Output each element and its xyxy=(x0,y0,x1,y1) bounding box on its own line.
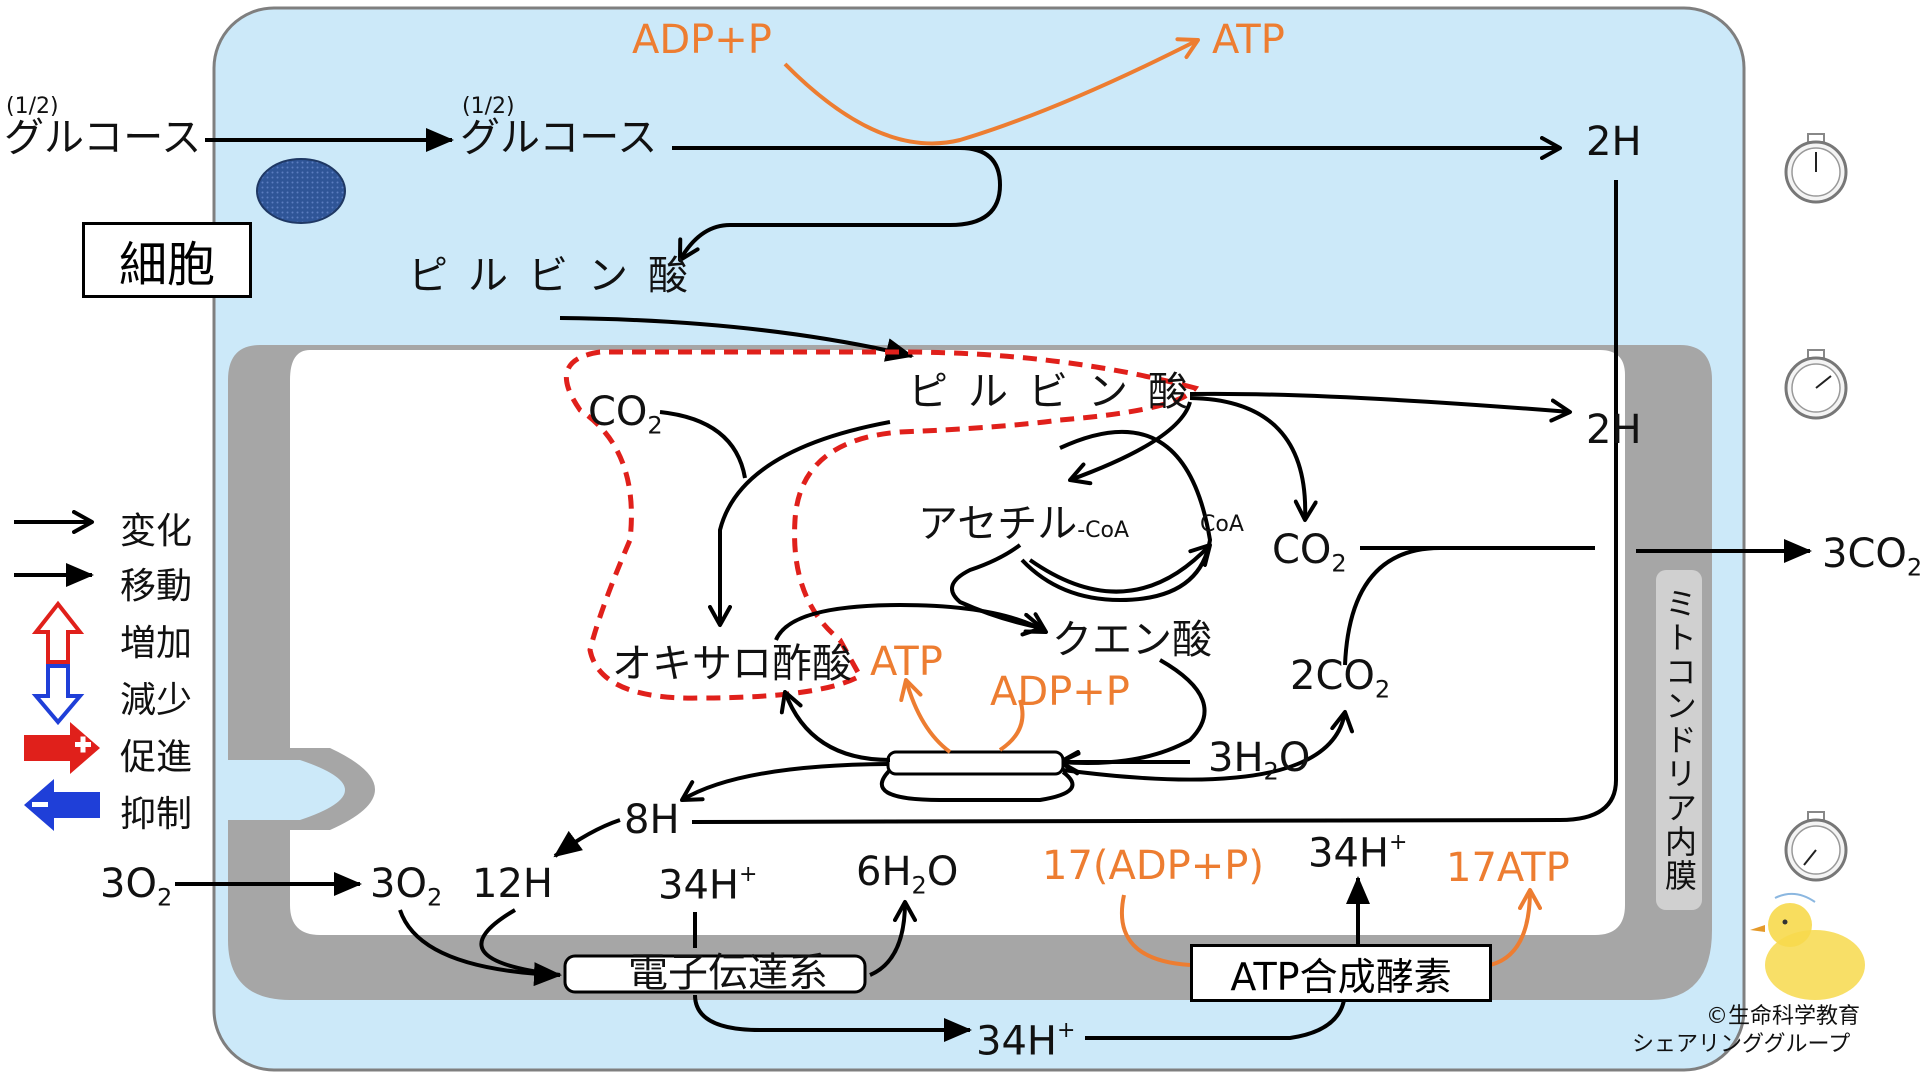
stopwatch-icon-2 xyxy=(1784,349,1848,420)
2h-transfer-line xyxy=(691,180,1618,824)
legend-promote-label: 促進 xyxy=(120,737,193,778)
cycle-loop-arrow xyxy=(879,768,1075,802)
credit-line-1: ©生命科学教育 xyxy=(1706,1004,1861,1029)
citrate-label: クエン酸 xyxy=(1052,617,1212,663)
legend-icons xyxy=(14,510,100,831)
cell-granule xyxy=(256,158,346,224)
atp-cycle-label: ATP xyxy=(870,639,943,685)
oxygen-to-etc-arrow xyxy=(398,909,562,987)
etc-cylinder xyxy=(563,954,867,994)
8h-label: 8H xyxy=(624,797,680,843)
atp17-label: 17ATP xyxy=(1446,845,1570,891)
cycle-to-2co2-arrow xyxy=(1062,710,1354,782)
stopwatch-icon-1 xyxy=(1784,133,1848,204)
duck-mascot-icon xyxy=(1750,892,1865,1000)
pyruvate-to-oxaloacetate-arrow xyxy=(708,420,891,627)
synthase-to-atp-arrow xyxy=(1489,888,1542,967)
water-3-label: 3H2O xyxy=(1208,735,1311,786)
glucose-inner-label: グルコース xyxy=(460,115,658,161)
oxygen-outer-label: 3O2 xyxy=(100,861,173,912)
proton-34-bottom-label: 34H+ xyxy=(976,1018,1076,1065)
water-6-label: 6H2O xyxy=(856,849,959,900)
adp-cytoplasm-label: ADP+P xyxy=(632,17,772,63)
h2-mito-label: 2H xyxy=(1586,407,1642,453)
red-dashed-boundary xyxy=(563,349,1200,701)
legend-move-label: 移動 xyxy=(120,566,193,607)
co2-to-oxaloacetate-arrow xyxy=(659,410,747,479)
pyruvate-cytoplasm-label: ピルビン酸 xyxy=(408,253,708,299)
legend-change-label: 変化 xyxy=(120,511,193,552)
12h-label: 12H xyxy=(472,861,553,907)
acetylcoa-to-citrate-arrow xyxy=(950,543,1044,637)
co2-left-label: CO2 xyxy=(588,389,663,440)
glucose-inner-note: (1/2) xyxy=(462,94,515,119)
acetylcoa-label: アセチル-CoA xyxy=(918,501,1130,547)
coa-return-arrow xyxy=(1028,543,1212,594)
pyruvate-to-co2-arrow xyxy=(1189,396,1318,522)
atp-cycle-output-arrow xyxy=(899,678,952,754)
cycle-to-oxaloacetate-arrow xyxy=(779,690,891,762)
proton-34-right-label: 34H+ xyxy=(1308,830,1408,877)
cell-label-box: 細胞 xyxy=(82,222,252,298)
cycle-enzyme-cylinder xyxy=(886,750,1065,776)
etc-proton-pump-arrow xyxy=(693,994,972,1042)
etc-to-water-arrow xyxy=(869,900,917,977)
etc-label: 電子伝達系 xyxy=(628,950,828,996)
pyruvate-import-arrow xyxy=(559,316,914,362)
atp-cytoplasm-arrow xyxy=(783,37,1200,146)
legend-decrease-label: 減少 xyxy=(120,680,193,721)
coa-loop-arrow xyxy=(1020,430,1213,603)
2co2-label: 2CO2 xyxy=(1290,653,1391,704)
cycle-to-8h-arrow xyxy=(680,762,889,802)
adp-cycle-label: ADP+P xyxy=(990,669,1130,715)
coa-label: CoA xyxy=(1200,512,1244,537)
oxaloacetate-label: オキサロ酢酸 xyxy=(612,641,852,687)
8h-to-12h-arrow xyxy=(553,818,621,858)
adp-to-synthase-arrow xyxy=(1119,894,1191,967)
glycolysis-arrow xyxy=(678,146,1003,262)
glucose-outer-note: (1/2) xyxy=(6,94,59,119)
12h-to-etc-arrow xyxy=(479,908,561,977)
co2-release-label: 3CO2 xyxy=(1822,531,1920,582)
oxaloacetate-to-citrate-arrow xyxy=(774,602,1048,641)
adp-to-atp-cycle-arrow xyxy=(998,699,1025,752)
proton-34-left-label: 34H+ xyxy=(658,862,758,909)
co2-right-label: CO2 xyxy=(1272,527,1347,578)
atp-cytoplasm-label: ATP xyxy=(1212,17,1285,63)
legend-increase-label: 増加 xyxy=(120,623,193,664)
stopwatch-icon-3 xyxy=(1784,811,1848,882)
oxygen-inner-label: 3O2 xyxy=(370,861,443,912)
glucose-outer-label: グルコース xyxy=(4,115,202,161)
adp17-label: 17(ADP+P) xyxy=(1042,843,1265,889)
mito-matrix xyxy=(290,350,1625,935)
pyruvate-to-2h-arrow xyxy=(1189,391,1572,423)
atp-synthase-box: ATP合成酵素 xyxy=(1190,944,1492,1002)
inner-membrane-label: ミトコンドリア内膜 xyxy=(1656,570,1702,910)
atp-synthase-label: ATP合成酵素 xyxy=(1230,954,1452,999)
credit-line-2: シェアリンググループ xyxy=(1632,1032,1851,1057)
legend-inhibit-label: 抑制 xyxy=(120,794,193,835)
pyruvate-mito-label: ピルビン酸 xyxy=(908,369,1208,415)
h2-cytoplasm-label: 2H xyxy=(1586,119,1642,165)
cell-label: 細胞 xyxy=(118,237,215,293)
